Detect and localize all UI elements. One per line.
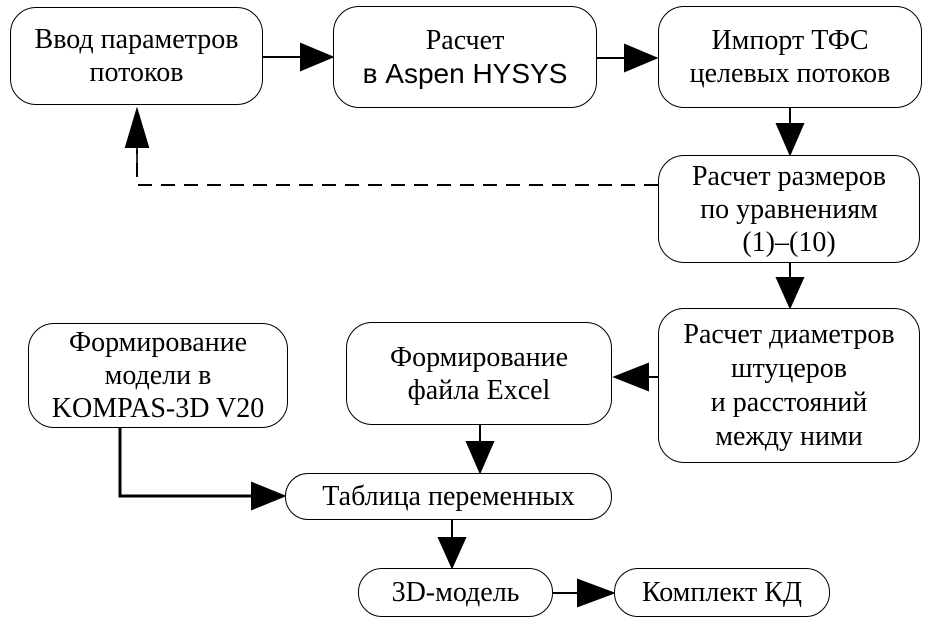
edge-variables-table-to-model-3d-arrow: [437, 520, 467, 570]
node-nozzle-calc: Расчет диаметров штуцеров и расстояний м…: [658, 308, 920, 463]
node-label-line: KOMPAS-3D V20: [51, 393, 265, 424]
node-label-line: штуцеров: [730, 352, 848, 384]
node-label-line: Формирование: [68, 327, 248, 358]
node-label-line: потоков: [89, 57, 184, 88]
edge-kompas-model-to-variables-table-arrow: [118, 428, 287, 511]
edge-import-tfs-to-size-calc-arrow: [775, 108, 805, 157]
edge-excel-file-to-variables-table-arrow: [465, 425, 495, 475]
node-label-line: между ними: [715, 420, 863, 452]
node-model-3d: 3D-модель: [358, 568, 553, 617]
node-label-line: целевых потоков: [689, 58, 891, 89]
edge-size-calc-to-nozzle-calc-arrow: [775, 263, 805, 310]
node-label-line: 3D-модель: [391, 577, 520, 608]
node-import-tfs: Импорт ТФС целевых потоков: [658, 6, 922, 108]
node-hysys-calc: Расчет в Aspen HYSYS: [333, 6, 597, 108]
node-label-line: Расчет размеров: [691, 160, 887, 192]
edge-size-calc-to-input-params-dashed-arrow: [124, 106, 658, 186]
node-label-line: Расчет диаметров: [683, 318, 895, 350]
node-kompas-model: Формирование модели в KOMPAS-3D V20: [28, 323, 288, 428]
node-label-line: в Aspen HYSYS: [362, 58, 568, 89]
node-excel-file: Формирование файла Excel: [346, 322, 612, 425]
node-variables-table: Таблица переменных: [285, 473, 612, 520]
edge-nozzle-calc-to-excel-file-arrow: [612, 362, 658, 392]
edge-input-params-to-hysys-arrow: [263, 42, 335, 72]
node-label-line: Комплект КД: [641, 577, 803, 608]
edge-hysys-to-import-tfs-arrow: [597, 43, 659, 73]
node-label-line: Таблица переменных: [322, 481, 575, 512]
node-label-line: и расстояний: [710, 386, 868, 418]
node-size-calc: Расчет размеров по уравнениям (1)–(10): [658, 155, 920, 263]
node-label-line: Импорт ТФС: [711, 25, 869, 56]
node-label-line: файла Excel: [407, 374, 551, 406]
node-label-line: (1)–(10): [742, 226, 836, 258]
node-design-docs: Комплект КД: [614, 568, 830, 617]
node-label-line: Ввод параметров: [34, 24, 239, 55]
edge-model-3d-to-design-docs-arrow: [553, 578, 616, 608]
node-input-params: Ввод параметров потоков: [10, 7, 263, 105]
node-label-line: Расчет: [425, 25, 505, 56]
node-label-line: Формирование: [389, 341, 569, 373]
node-label-line: модели в: [104, 360, 212, 391]
node-label-line: по уравнениям: [700, 193, 878, 225]
